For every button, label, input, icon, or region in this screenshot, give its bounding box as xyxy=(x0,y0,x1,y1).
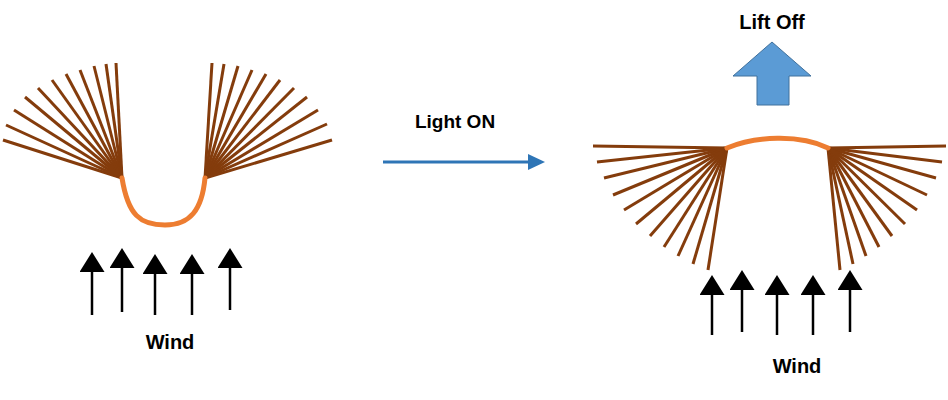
lift-arrow xyxy=(733,42,811,105)
wind-label: Wind xyxy=(146,331,195,353)
bristle xyxy=(828,148,840,270)
wind-arrows xyxy=(92,258,850,335)
strip-arched xyxy=(727,138,828,148)
light-on-label: Light ON xyxy=(415,112,495,133)
bristle xyxy=(828,146,946,148)
bristle xyxy=(106,64,122,178)
bristle xyxy=(828,148,853,264)
bristle xyxy=(593,146,727,148)
bristle xyxy=(828,148,905,224)
bristle xyxy=(205,97,307,178)
bristle xyxy=(828,148,917,210)
lift-off-label: Lift Off xyxy=(739,11,805,33)
wind-label: Wind xyxy=(773,355,822,377)
bristle xyxy=(205,124,327,178)
bristle xyxy=(708,148,727,270)
bristle xyxy=(664,148,727,247)
bristle xyxy=(205,140,332,178)
bristle xyxy=(205,110,318,178)
bristles xyxy=(3,63,946,270)
bristle xyxy=(116,63,122,178)
light-arrow xyxy=(383,154,545,170)
bristle xyxy=(636,148,727,224)
bristle xyxy=(693,148,727,264)
strip-curved-down xyxy=(122,178,205,225)
